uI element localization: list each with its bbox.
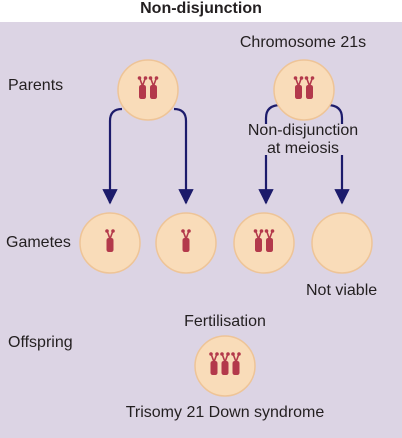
chromosome-gamete-1-1 [105, 229, 115, 252]
cell-offspring [194, 335, 256, 397]
diagram-title: Non-disjunction [0, 0, 402, 22]
cell-parent-left [117, 59, 179, 121]
chromosome-offspring-1 [209, 352, 219, 375]
cell-gamete-1 [79, 212, 141, 274]
chromosome-gamete-2-1 [181, 229, 191, 252]
chromosome-parent-right-2 [304, 76, 315, 99]
row-label-gametes: Gametes [6, 234, 71, 251]
chromosome-offspring-3 [231, 352, 241, 375]
cell-parent-right [273, 59, 335, 121]
at-meiosis-label: at meiosis [266, 140, 340, 157]
chromosome-gamete-3-1 [253, 229, 264, 252]
chromosome-21s-label: Chromosome 21s [239, 34, 367, 51]
cell-gamete-2 [155, 212, 217, 274]
arrow-parent-to-gamete-1 [102, 107, 123, 205]
trisomy-label: Trisomy 21 Down syndrome [125, 404, 325, 421]
fertilisation-label: Fertilisation [184, 313, 266, 330]
not-viable-label: Not viable [306, 282, 378, 299]
arrow-parent-to-gamete-2 [173, 107, 194, 205]
cell-gamete-3 [233, 212, 295, 274]
chromosome-gamete-3-2 [264, 229, 275, 252]
chromosome-offspring-2 [220, 352, 230, 375]
nondisjunction-label: Non-disjunction [247, 122, 359, 139]
row-label-offspring: Offspring [8, 334, 73, 351]
cell-gamete-4 [311, 212, 373, 274]
row-label-parents: Parents [8, 77, 64, 94]
chromosome-parent-left-2 [148, 76, 159, 99]
chromosome-parent-right-1 [293, 76, 304, 99]
chromosome-parent-left-1 [137, 76, 148, 99]
